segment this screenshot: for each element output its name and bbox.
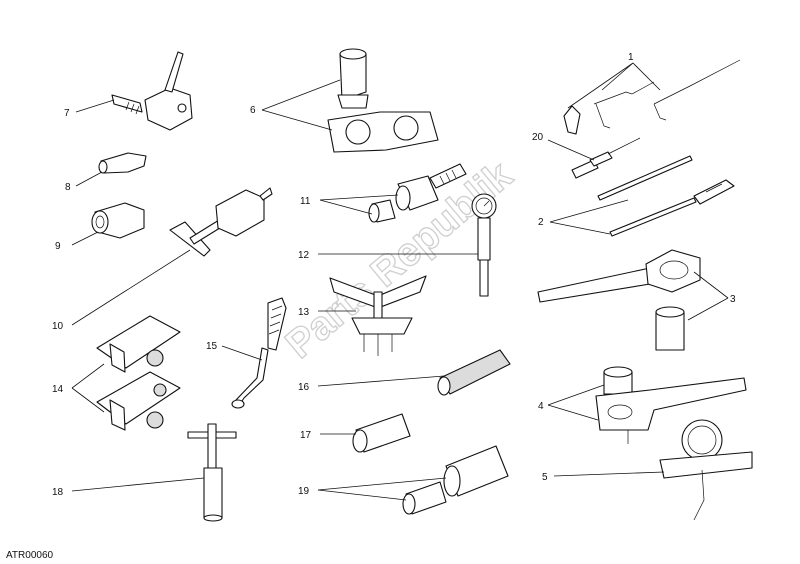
part-6-drawing xyxy=(327,48,439,153)
part-7-drawing xyxy=(111,51,193,131)
leader-3a xyxy=(693,271,729,299)
callout-2: 2 xyxy=(538,217,544,228)
leader-19b xyxy=(317,477,447,491)
leader-6a xyxy=(261,79,341,111)
callout-17: 17 xyxy=(300,430,312,441)
diagram-code: ATR00060 xyxy=(6,550,54,561)
part-9-drawing xyxy=(91,202,145,239)
callout-15: 15 xyxy=(206,341,218,352)
part-12-drawing xyxy=(471,193,497,297)
part-1-drawing xyxy=(563,59,741,135)
leader-11a xyxy=(319,199,373,215)
leader-8 xyxy=(75,171,103,187)
leader-3b xyxy=(687,297,729,321)
part-5-drawing xyxy=(659,419,753,521)
callout-10: 10 xyxy=(52,321,64,332)
part-2-drawing xyxy=(597,155,735,237)
leader-lines xyxy=(71,62,729,501)
leader-15 xyxy=(221,345,263,361)
leader-2a xyxy=(549,199,629,223)
callout-11: 11 xyxy=(300,196,311,207)
part-10-drawing xyxy=(169,187,273,257)
part-3-drawing xyxy=(537,249,701,351)
leader-11b xyxy=(319,194,399,201)
callout-20: 20 xyxy=(532,132,544,143)
part-19-drawing xyxy=(402,445,509,515)
callout-1: 1 xyxy=(628,52,634,63)
part-18-drawing xyxy=(187,423,237,522)
leader-18 xyxy=(71,477,205,492)
part-4-drawing xyxy=(595,366,747,444)
callout-19: 19 xyxy=(298,486,310,497)
leader-16 xyxy=(317,375,445,387)
callout-7: 7 xyxy=(64,108,70,119)
callout-6: 6 xyxy=(250,105,256,116)
leader-1b xyxy=(632,62,661,91)
part-11-drawing xyxy=(368,163,467,223)
part-20-drawing xyxy=(571,137,641,179)
leader-19a xyxy=(317,489,407,501)
part-14-drawing xyxy=(96,315,181,431)
part-15-drawing xyxy=(231,297,287,409)
leader-4b xyxy=(547,404,599,421)
leader-1a xyxy=(601,62,634,91)
leader-2b xyxy=(549,221,611,235)
leader-4a xyxy=(547,384,605,406)
part-8-drawing xyxy=(98,152,147,174)
leader-5 xyxy=(553,471,665,477)
callout-3: 3 xyxy=(730,294,736,305)
callout-13: 13 xyxy=(298,307,310,318)
callout-labels: 1 2 3 4 5 6 7 8 9 10 11 12 13 14 15 16 1… xyxy=(52,52,736,498)
callout-18: 18 xyxy=(52,487,64,498)
leader-20 xyxy=(547,139,595,161)
leader-10 xyxy=(71,249,191,326)
leader-1c xyxy=(567,62,634,109)
part-17-drawing xyxy=(352,413,411,453)
part-13-drawing xyxy=(329,275,427,356)
leader-14a xyxy=(71,363,105,389)
leader-9 xyxy=(71,231,99,246)
callout-9: 9 xyxy=(55,241,61,252)
leader-14b xyxy=(71,387,105,413)
callout-14: 14 xyxy=(52,384,64,395)
part-16-drawing xyxy=(437,349,511,396)
callout-5: 5 xyxy=(542,472,548,483)
callout-8: 8 xyxy=(65,182,71,193)
callout-12: 12 xyxy=(298,250,310,261)
callout-16: 16 xyxy=(298,382,310,393)
leader-7 xyxy=(75,99,115,113)
leader-6b xyxy=(261,109,333,131)
callout-4: 4 xyxy=(538,401,544,412)
